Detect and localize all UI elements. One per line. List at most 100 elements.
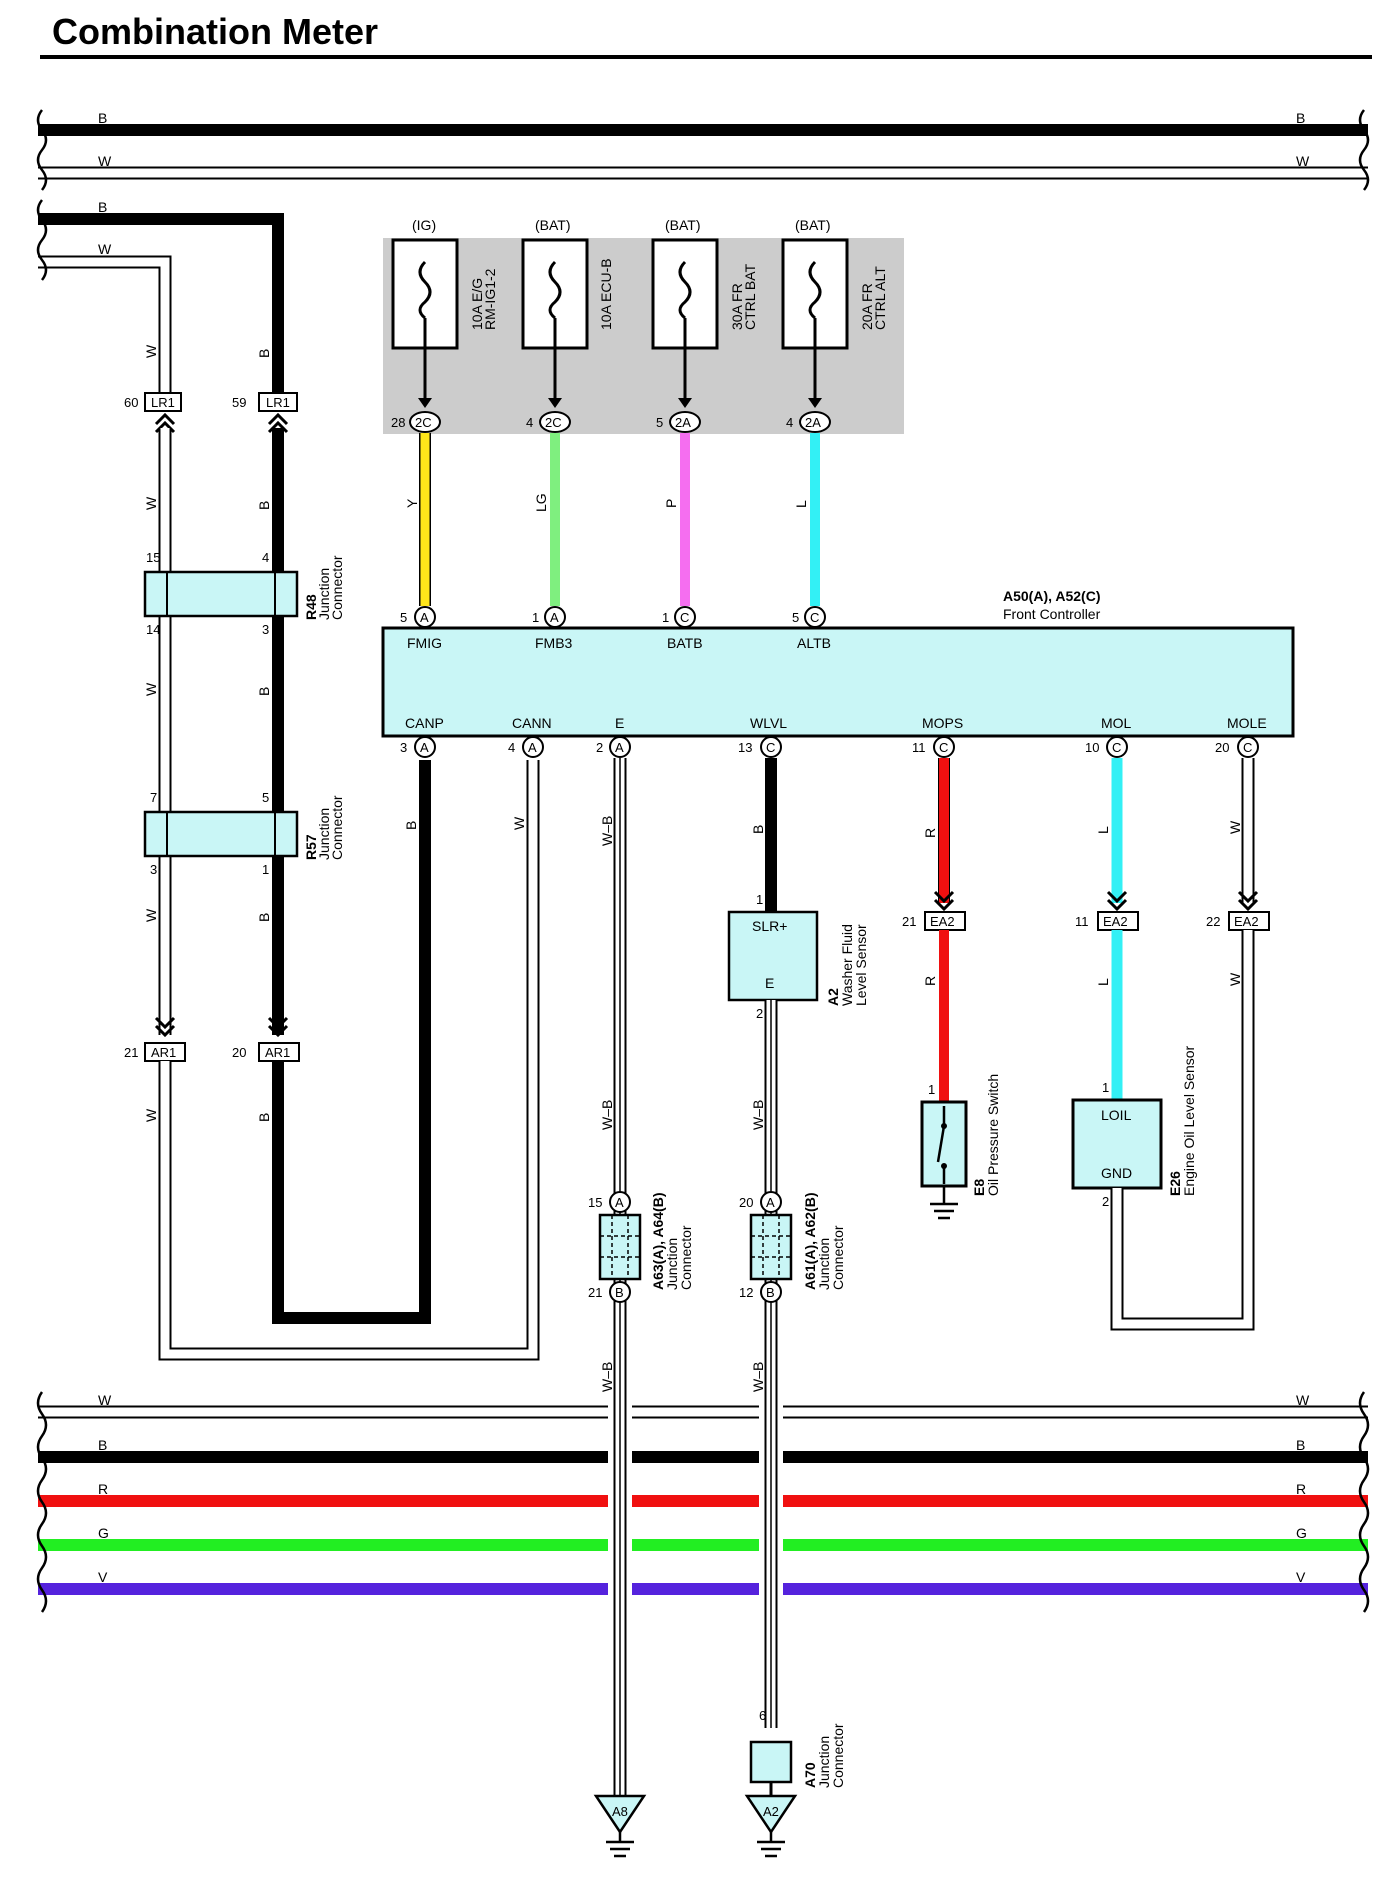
pin-number: 28	[391, 415, 405, 430]
pin-number: 15	[588, 1195, 602, 1210]
wire-label: W–B	[599, 1100, 615, 1130]
fuse-rating: CTRL ALT	[872, 266, 888, 330]
connector-label: C	[766, 740, 775, 755]
component-caption: Engine Oil Level Sensor	[1181, 1045, 1197, 1196]
bus-break-right	[1358, 1391, 1370, 1613]
terminal	[804, 606, 826, 628]
controller-code: A50(A), A52(C)	[1003, 588, 1101, 604]
pin-number: 21	[588, 1285, 602, 1300]
connector-label: C	[680, 610, 689, 625]
terminal-name: CANP	[405, 715, 444, 731]
pin-number: 5	[400, 610, 407, 625]
wire-label: B	[256, 687, 272, 696]
bus-label: G	[1296, 1525, 1307, 1541]
pin-number: 22	[1206, 914, 1220, 929]
component-caption: Level Sensor	[853, 924, 869, 1006]
component-caption: Washer Fluid	[839, 924, 855, 1006]
terminal	[414, 736, 436, 758]
washer-circuit: B 1 SLR+ E A2 Washer Fluid Level Sensor …	[727, 758, 869, 1858]
switch-contact	[941, 1123, 947, 1129]
pin-number: 2	[596, 740, 603, 755]
pin-number: 1	[928, 1082, 935, 1097]
terminal	[1106, 736, 1128, 758]
pin-number: 59	[232, 395, 246, 410]
fuse-rating: 10A ECU-B	[598, 258, 614, 330]
wire-label: W	[511, 816, 527, 830]
connector-label: A	[766, 1195, 775, 1210]
wire-w-gnd	[1112, 930, 1253, 1329]
connector-caption: Connector	[678, 1225, 694, 1290]
connector-lr1-w	[144, 392, 182, 412]
fuse-4: (BAT) 20A FR CTRL ALT 2A 4	[781, 217, 888, 433]
wire-label: W–B	[750, 1100, 766, 1130]
connector-label: C	[1243, 740, 1252, 755]
connector-label: EA2	[1234, 914, 1259, 929]
connector-caption: Junction	[316, 568, 332, 620]
wire-label: W	[143, 496, 159, 510]
connector-label: B	[766, 1285, 775, 1300]
wire-label: W	[1227, 820, 1243, 834]
wire-label: R	[922, 976, 938, 986]
switch-contact	[941, 1163, 947, 1169]
terminal	[609, 1191, 631, 1213]
wire-label: Y	[404, 498, 420, 508]
wire-label: W	[143, 344, 159, 358]
wire-w-left	[38, 257, 170, 401]
engine-oil-level-sensor	[1071, 1098, 1163, 1190]
bottom-terminals: CANP A 3 CANN A 4 E A 2 WLVL C 13 MOPS C…	[400, 715, 1267, 758]
terminal	[933, 736, 955, 758]
chevron-icon	[267, 1016, 289, 1038]
pin-number: 2	[1102, 1194, 1109, 1209]
junction-connector-a63	[598, 1213, 642, 1281]
connector-code: R57	[303, 834, 319, 860]
oil-pressure-circuit: R EA2 21 R 1 E8 Oil Pressure Switch	[902, 758, 1001, 1220]
pin-number: 7	[150, 790, 157, 805]
wire-label: W–B	[599, 816, 615, 846]
wire-w-left-outline	[38, 255, 172, 401]
sensor-terminal: LOIL	[1101, 1107, 1132, 1123]
pin-number: 13	[738, 740, 752, 755]
wire-label: B	[256, 913, 272, 922]
pin-number: 11	[1075, 914, 1089, 929]
pin-number: 20	[1215, 740, 1229, 755]
terminal	[609, 1281, 631, 1303]
pin-number: 60	[124, 395, 138, 410]
connector-label: EA2	[1103, 914, 1128, 929]
fuse-icon	[678, 260, 692, 320]
wire-label: W–B	[599, 1362, 615, 1392]
connector-label: C	[939, 740, 948, 755]
bus-label: V	[98, 1569, 108, 1585]
bus-break-left	[36, 1391, 48, 1613]
bus-label: R	[98, 1481, 108, 1497]
oil-level-circuit: L EA2 11 L 1 LOIL GND 2 E26 Engine Oil L…	[1071, 758, 1270, 1331]
bus-label: V	[1296, 1569, 1306, 1585]
terminal	[522, 736, 544, 758]
terminal	[669, 411, 701, 433]
supply-wires: Y LG P L	[404, 433, 820, 606]
chevron-icon	[1237, 890, 1259, 912]
connector-label: LR1	[151, 395, 175, 410]
pin-number: 1	[1102, 1080, 1109, 1095]
controller-body	[381, 626, 1295, 738]
terminal-name: MOL	[1101, 715, 1132, 731]
fuse-icon	[808, 260, 822, 320]
pin-number: 4	[508, 740, 515, 755]
ground-label: A8	[612, 1804, 628, 1819]
connector-r57	[143, 810, 299, 858]
bus-label: W	[98, 153, 112, 169]
terminal	[409, 411, 441, 433]
wire-b-canp	[272, 760, 431, 1324]
arrow-icon	[418, 398, 432, 408]
pin-number: 2	[756, 1006, 763, 1021]
connector-lr1-b	[258, 392, 298, 412]
connector-caption: Junction	[664, 1238, 680, 1290]
chevron-icon	[1106, 890, 1128, 912]
wire-label: B	[403, 821, 419, 830]
pin-number: 14	[146, 622, 160, 637]
fuse-rating: RM-IG1-2	[482, 268, 498, 330]
pin-number: 4	[526, 415, 533, 430]
page-title: Combination Meter	[52, 11, 378, 52]
fuse-rating: 20A FR	[859, 283, 875, 330]
bus-label: W	[1296, 153, 1310, 169]
connector-caption: Connector	[329, 795, 345, 860]
